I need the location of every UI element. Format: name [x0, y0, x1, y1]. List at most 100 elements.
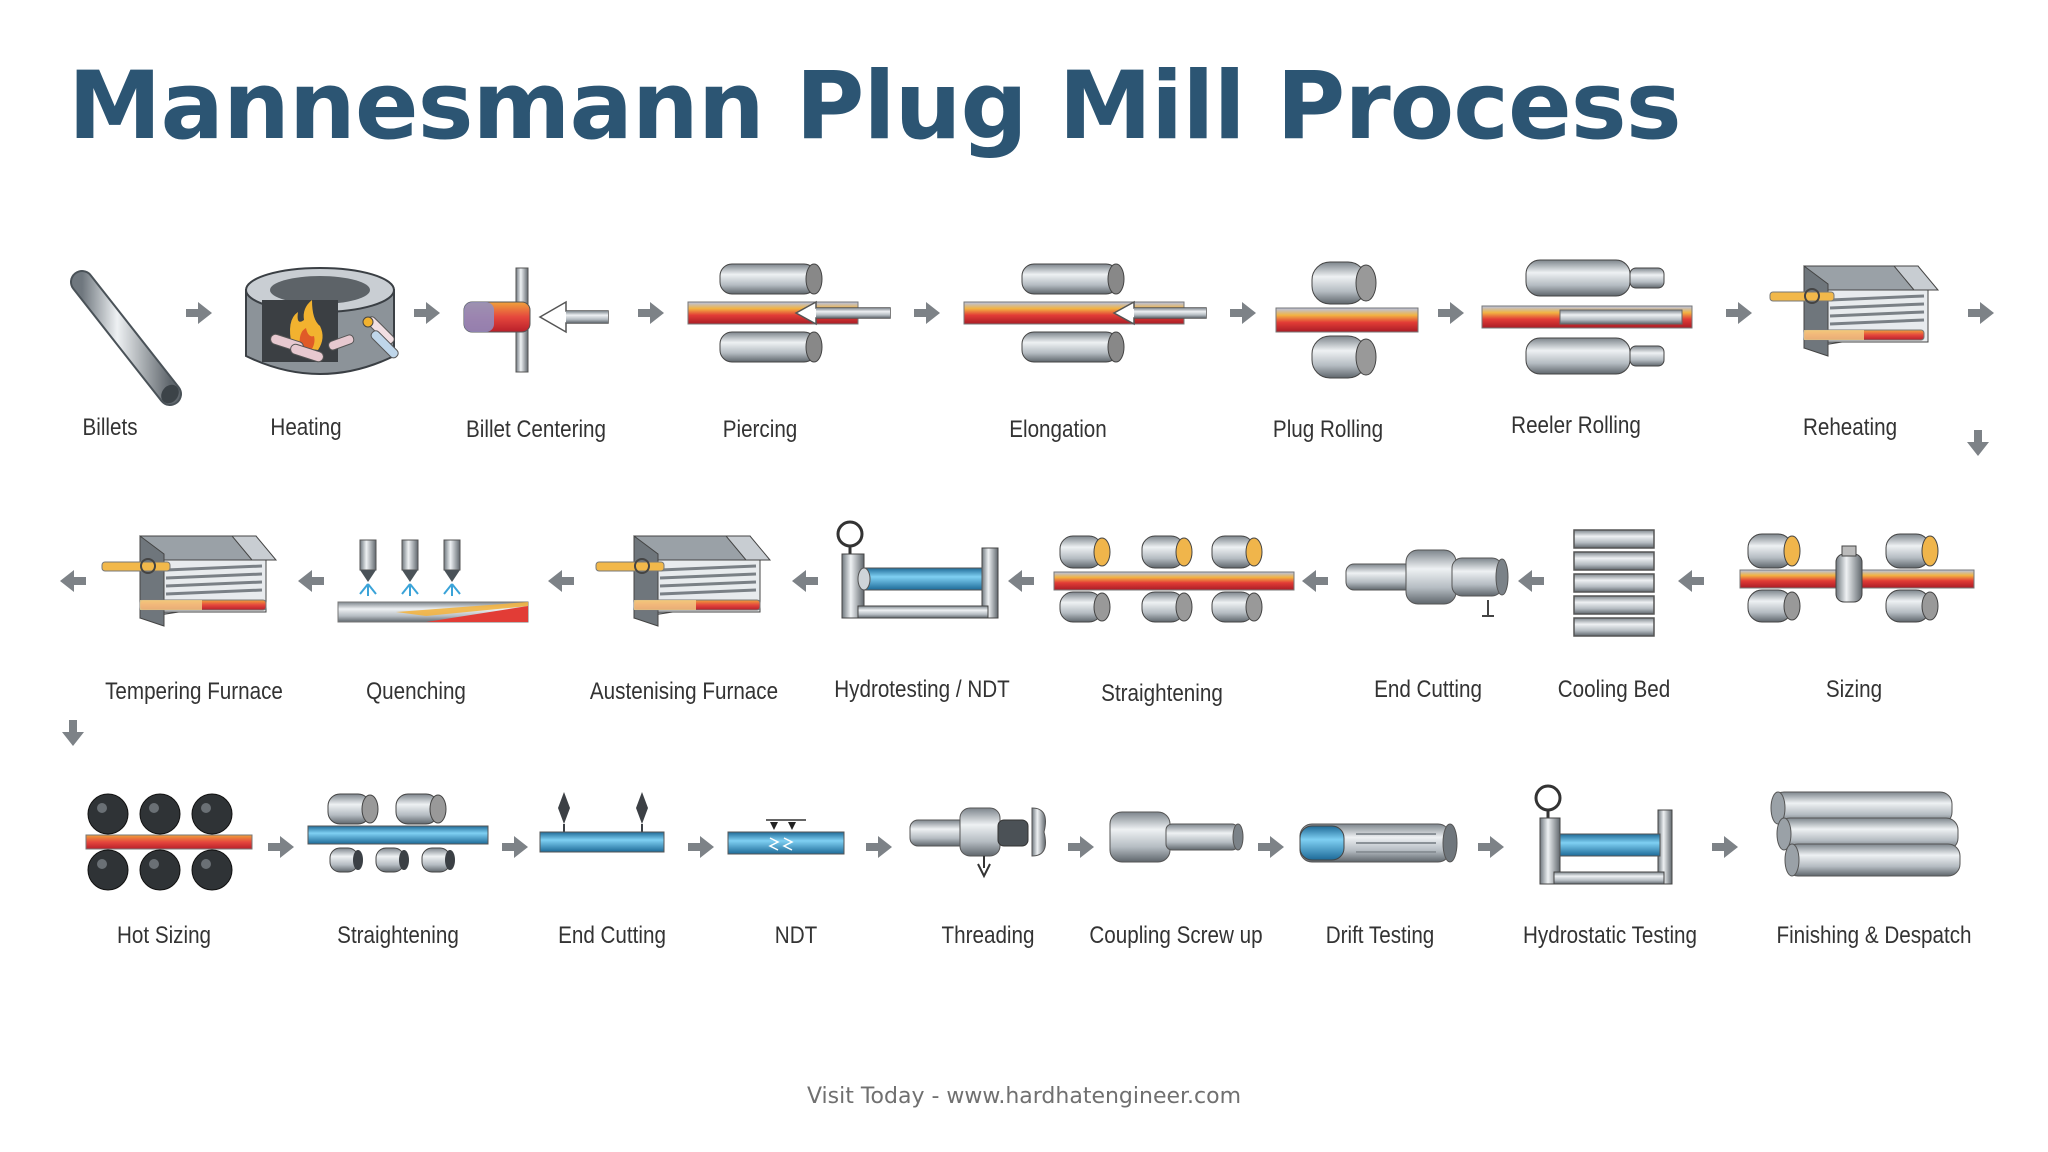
step-label: Plug Rolling: [1272, 416, 1384, 443]
step-straightening-1: Straightening: [1052, 532, 1302, 722]
arrow-left-icon: [1518, 570, 1544, 592]
drift-test-icon: [1299, 823, 1458, 863]
step-label: Piercing: [722, 416, 798, 443]
step-label: NDT: [774, 922, 818, 949]
step-straightening-2: Straightening: [306, 790, 496, 960]
step-label: Billet Centering: [466, 416, 606, 443]
step-hot-sizing: Hot Sizing: [84, 790, 254, 960]
arrow-right-icon: [414, 302, 440, 324]
step-label: Hydrotesting / NDT: [834, 676, 1010, 703]
step-label: Quenching: [366, 678, 466, 705]
pipe-stack-icon: [1770, 791, 1961, 877]
step-reheating: Reheating: [1768, 260, 1948, 450]
arrow-right-icon: [1258, 836, 1284, 858]
reheating-furnace-icon: [1769, 265, 1940, 357]
step-end-cutting-1: End Cutting: [1344, 544, 1514, 724]
arrow-left-icon: [1302, 570, 1328, 592]
furnace-icon: [245, 267, 399, 375]
step-label: Reeler Rolling: [1511, 412, 1641, 439]
step-coupling-screw-up: Coupling Screw up: [1089, 808, 1263, 958]
step-label: Elongation: [1009, 416, 1107, 443]
step-label: Straightening: [337, 922, 459, 949]
step-label: Finishing & Despatch: [1776, 922, 1972, 949]
plug-mill-icon: [1275, 261, 1419, 379]
tempering-furnace-icon: [101, 535, 278, 627]
arrow-left-icon: [792, 570, 818, 592]
arrow-right-icon: [1068, 836, 1094, 858]
arrow-right-icon: [1726, 302, 1752, 324]
step-label: Reheating: [1802, 414, 1898, 441]
step-elongation: Elongation: [962, 250, 1212, 450]
step-billets: Billets: [66, 266, 186, 446]
arrow-right-icon: [502, 836, 528, 858]
arrow-right-icon: [186, 302, 212, 324]
ndt-icon: [727, 819, 845, 855]
quenching-icon: [337, 539, 529, 623]
step-hydrotesting-ndt: Hydrotesting / NDT: [834, 518, 1010, 718]
end-cutting-icon: [1345, 549, 1509, 617]
arrow-down-icon: [1967, 430, 1989, 456]
arrow-left-icon: [548, 570, 574, 592]
step-billet-centering: Billet Centering: [460, 262, 620, 452]
step-cooling-bed: Cooling Bed: [1558, 528, 1670, 718]
centering-icon: [463, 267, 609, 373]
step-hydrostatic-testing: Hydrostatic Testing: [1523, 782, 1697, 962]
step-label: Hot Sizing: [116, 922, 212, 949]
step-label: Cooling Bed: [1557, 676, 1671, 703]
arrow-left-icon: [1008, 570, 1034, 592]
step-ndt: NDT: [726, 808, 856, 958]
step-label: Billets: [82, 414, 138, 441]
arrow-right-icon: [866, 836, 892, 858]
arrow-right-icon: [914, 302, 940, 324]
threading-icon: [909, 807, 1046, 879]
arrow-right-icon: [1438, 302, 1464, 324]
step-label: Austenising Furnace: [589, 678, 779, 705]
step-end-cutting-2: End Cutting: [538, 790, 668, 960]
elongation-mill-icon: [963, 263, 1207, 363]
arrow-right-icon: [688, 836, 714, 858]
step-label: End Cutting: [1374, 676, 1482, 703]
arrow-right-icon: [1712, 836, 1738, 858]
step-label: End Cutting: [558, 922, 666, 949]
arrow-down-icon: [62, 720, 84, 746]
sizing-mill-icon: [1739, 533, 1975, 623]
step-finishing-despatch: Finishing & Despatch: [1764, 788, 1972, 958]
arrow-right-icon: [268, 836, 294, 858]
hydrotester-icon: [836, 520, 999, 619]
step-label: Hydrostatic Testing: [1523, 922, 1697, 949]
step-label: Straightening: [1101, 680, 1223, 707]
step-label: Drift Testing: [1325, 922, 1435, 949]
page-title: Mannesmann Plug Mill Process: [68, 52, 1682, 161]
coupling-icon: [1109, 811, 1244, 863]
step-label: Sizing: [1825, 676, 1883, 703]
austenising-furnace-icon: [595, 535, 772, 627]
step-sizing: Sizing: [1738, 528, 1978, 718]
cooling-bed-icon: [1573, 529, 1655, 637]
arrow-right-icon: [1230, 302, 1256, 324]
arrow-right-icon: [1968, 302, 1994, 324]
hot-sizing-icon: [85, 793, 253, 891]
arrow-right-icon: [638, 302, 664, 324]
step-label: Tempering Furnace: [105, 678, 283, 705]
reeler-mill-icon: [1481, 259, 1693, 375]
arrow-left-icon: [298, 570, 324, 592]
footer-link[interactable]: Visit Today - www.hardhatengineer.com: [806, 1084, 1242, 1109]
step-label: Threading: [941, 922, 1035, 949]
arrow-left-icon: [60, 570, 86, 592]
arrow-left-icon: [1678, 570, 1704, 592]
step-drift-testing: Drift Testing: [1296, 818, 1458, 958]
step-label: Coupling Screw up: [1089, 922, 1263, 949]
step-label: Heating: [270, 414, 342, 441]
step-plug-rolling: Plug Rolling: [1272, 258, 1422, 448]
piercing-mill-icon: [687, 263, 891, 363]
straightener-icon: [307, 793, 489, 873]
arrow-right-icon: [1478, 836, 1504, 858]
step-heating: Heating: [240, 260, 400, 450]
straightener-icon: [1053, 535, 1295, 623]
billet-icon: [70, 270, 182, 406]
step-tempering-furnace: Tempering Furnace: [100, 530, 290, 720]
step-piercing: Piercing: [686, 250, 896, 450]
pipe-cutting-icon: [539, 792, 665, 853]
step-reeler-rolling: Reeler Rolling: [1480, 256, 1700, 446]
step-austenising-furnace: Austenising Furnace: [590, 530, 784, 720]
